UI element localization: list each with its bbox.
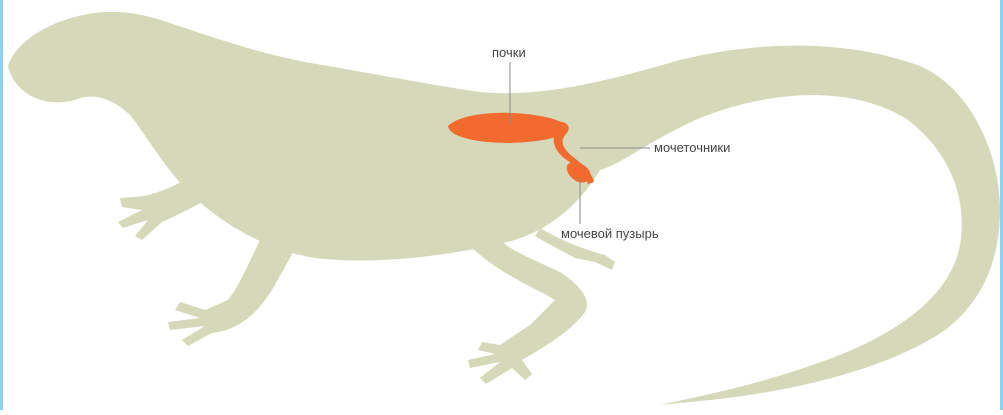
ureters-label: мочеточники <box>654 140 730 155</box>
frame-left-edge <box>0 0 3 410</box>
kidneys-label: почки <box>492 45 526 60</box>
front-right-leg <box>168 236 296 346</box>
front-left-leg <box>118 178 212 240</box>
lizard-silhouette <box>8 12 1000 405</box>
back-near-leg <box>468 240 587 384</box>
bladder-label: мочевой пузырь <box>561 226 659 241</box>
